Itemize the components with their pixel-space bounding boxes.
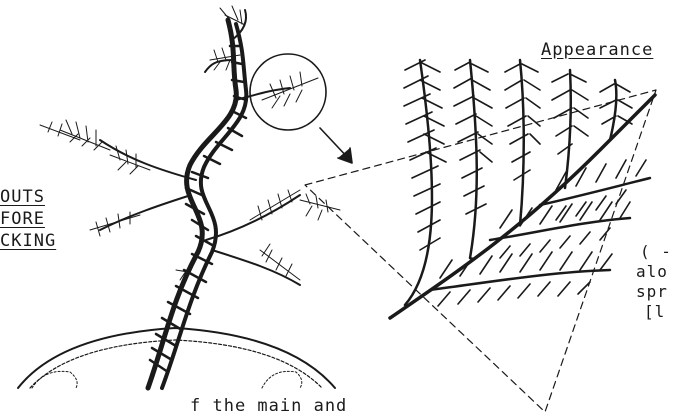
detail-magnifier-circle <box>250 54 326 130</box>
bonsai-foliage <box>40 6 340 280</box>
left-label-line-1: OUTS <box>0 187 45 207</box>
right-note-line-2: alo <box>636 262 668 281</box>
pointer-arrow <box>320 128 352 163</box>
right-note-line-3: spr <box>636 282 668 301</box>
left-label-line-3: CKING <box>0 231 56 251</box>
bonsai-pot <box>18 328 335 388</box>
right-note-line-1: ( - <box>640 242 672 261</box>
enlargement-triangle <box>305 90 656 412</box>
appearance-heading: Appearance <box>541 40 653 60</box>
enlarged-foliage-spray <box>390 60 655 318</box>
right-note-line-4: [l <box>644 302 665 321</box>
bottom-caption: f the main and <box>190 396 347 416</box>
left-label-line-2: FORE <box>0 209 45 229</box>
